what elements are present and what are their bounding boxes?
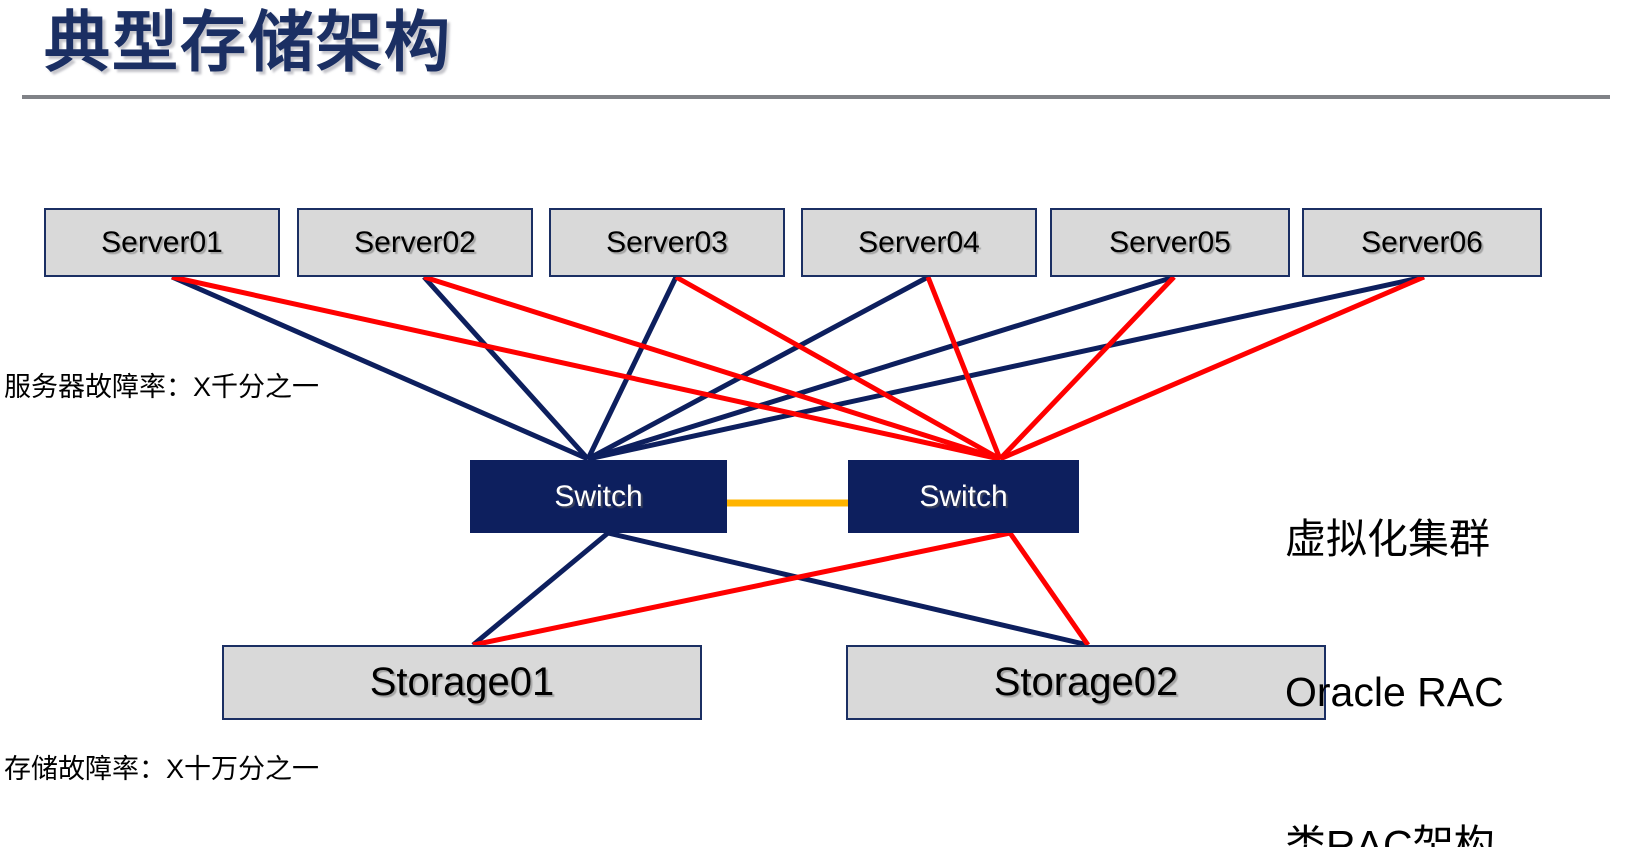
node-label: Server02 [354,225,476,259]
node-server05[interactable]: Server05 [1050,208,1290,277]
connection-line [999,274,1425,462]
connection-line [170,274,590,462]
connection-line [586,274,930,462]
storage-failure-rate-note: 存储故障率：X十万分之一 [4,754,320,784]
connection-line [472,530,1011,648]
connection-line [423,274,1001,462]
node-label: Switch [554,479,643,513]
node-server03[interactable]: Server03 [549,208,785,277]
connection-line [607,530,1089,648]
node-label: Switch [919,479,1008,513]
node-label: Server05 [1109,225,1231,259]
node-server04[interactable]: Server04 [801,208,1037,277]
node-server01[interactable]: Server01 [44,208,280,277]
cluster-note-line-2: Oracle RAC [1285,669,1504,715]
node-label: Server01 [101,225,223,259]
cluster-architecture-note: 虚拟化集群 Oracle RAC 类RAC架构 [1285,412,1504,847]
connection-line [1007,531,1091,647]
node-server06[interactable]: Server06 [1302,208,1542,277]
connection-line [422,275,590,461]
node-switch-left[interactable]: Switch [470,460,727,533]
links-servers-to-left-switch [170,274,1425,462]
server-failure-rate-note: 服务器故障率：X千分之一 [4,372,320,402]
connection-line [674,274,1002,462]
connection-line [171,274,1001,462]
connection-line [471,531,610,647]
node-label: Storage01 [369,660,555,704]
node-label: Server04 [858,225,980,259]
page-title: 典型存储架构 [44,5,452,79]
links-servers-to-right-switch [171,274,1425,462]
node-label: Storage02 [993,660,1179,704]
node-label: Server06 [1361,225,1483,259]
connection-line [587,274,1425,462]
links-switches-to-storages [471,530,1091,648]
node-label: Server03 [606,225,728,259]
node-storage01[interactable]: Storage01 [222,645,702,720]
node-switch-right[interactable]: Switch [848,460,1079,533]
connection-line [585,275,679,461]
connection-line [925,276,1003,460]
node-storage02[interactable]: Storage02 [846,645,1326,720]
cluster-note-line-1: 虚拟化集群 [1285,516,1490,562]
connection-line [587,274,1175,462]
title-divider [22,95,1610,99]
connection-line [998,275,1176,461]
node-server02[interactable]: Server02 [297,208,533,277]
cluster-note-line-3: 类RAC架构 [1285,822,1495,847]
